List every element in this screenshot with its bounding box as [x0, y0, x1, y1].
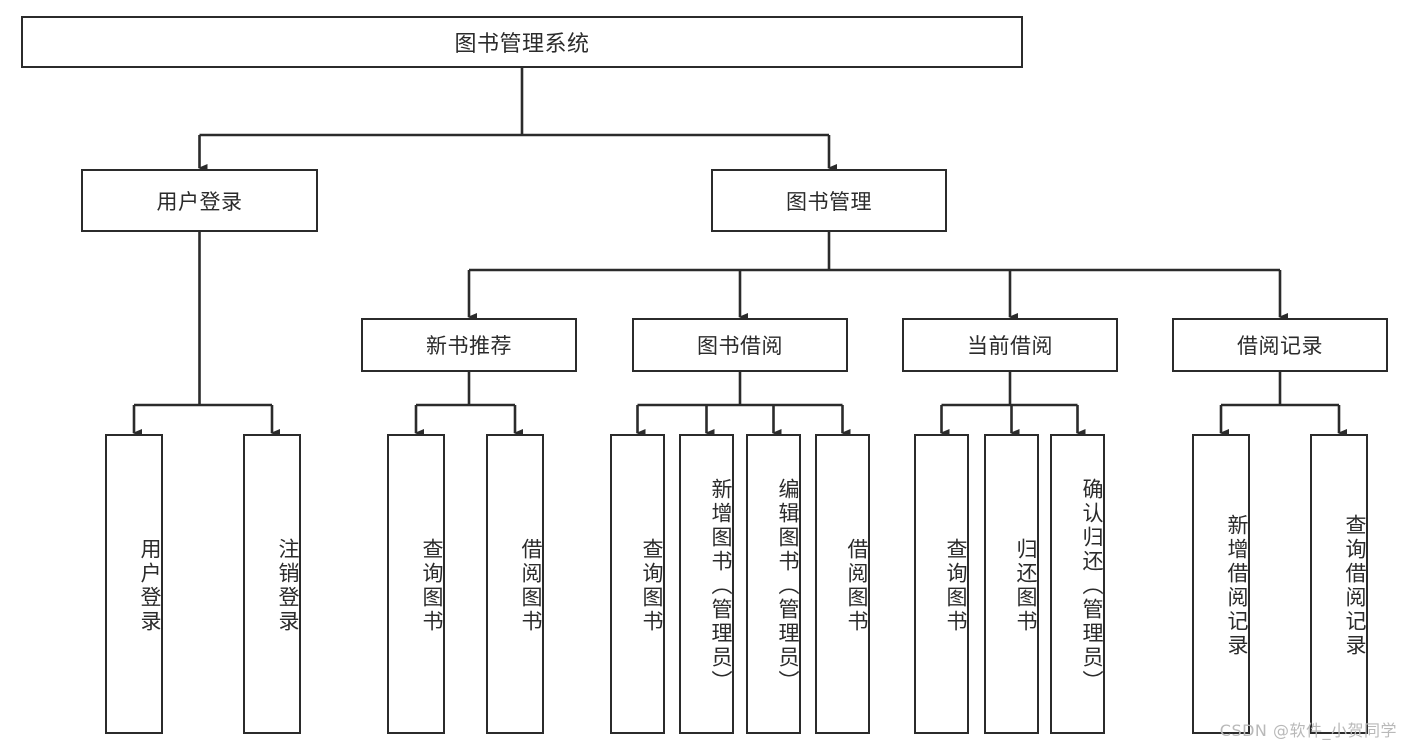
leaf-edit-book-admin[interactable]: 编辑图书（管理员）	[746, 434, 801, 734]
leaf-label: 新增借阅记录	[1225, 514, 1249, 658]
leaf-label: 查询图书	[944, 538, 968, 634]
leaf-label: 借阅图书	[519, 538, 543, 634]
leaf-logout-login[interactable]: 注销登录	[243, 434, 301, 734]
leaf-label: 查询图书	[640, 538, 664, 634]
leaf-add-book-admin[interactable]: 新增图书（管理员）	[679, 434, 734, 734]
leaf-user-login[interactable]: 用户登录	[105, 434, 163, 734]
csdn-watermark: CSDN @软件_小贺同学	[1219, 721, 1397, 740]
leaf-add-borrow-record[interactable]: 新增借阅记录	[1192, 434, 1250, 734]
node-new-book-recommendation[interactable]: 新书推荐	[361, 318, 577, 372]
leaf-label: 注销登录	[276, 538, 300, 634]
leaf-label: 查询图书	[420, 538, 444, 634]
node-book-management[interactable]: 图书管理	[711, 169, 947, 232]
leaf-label: 借阅图书	[845, 538, 869, 634]
leaf-label: 编辑图书（管理员）	[776, 478, 800, 694]
node-user-login[interactable]: 用户登录	[81, 169, 318, 232]
node-borrowing-record[interactable]: 借阅记录	[1172, 318, 1388, 372]
leaf-borrow-book-borrowing[interactable]: 借阅图书	[815, 434, 870, 734]
leaf-label: 新增图书（管理员）	[709, 478, 733, 694]
node-root-book-management-system[interactable]: 图书管理系统	[21, 16, 1023, 68]
leaf-query-book-current[interactable]: 查询图书	[914, 434, 969, 734]
leaf-label: 查询借阅记录	[1343, 514, 1367, 658]
leaf-query-book-borrowing[interactable]: 查询图书	[610, 434, 665, 734]
leaf-return-book[interactable]: 归还图书	[984, 434, 1039, 734]
leaf-query-book-recommend[interactable]: 查询图书	[387, 434, 445, 734]
leaf-query-borrow-record[interactable]: 查询借阅记录	[1310, 434, 1368, 734]
leaf-label: 确认归还（管理员）	[1080, 478, 1104, 694]
node-book-borrowing[interactable]: 图书借阅	[632, 318, 848, 372]
leaf-label: 归还图书	[1014, 538, 1038, 634]
node-current-borrowing[interactable]: 当前借阅	[902, 318, 1118, 372]
leaf-label: 用户登录	[138, 538, 162, 634]
leaf-confirm-return-admin[interactable]: 确认归还（管理员）	[1050, 434, 1105, 734]
leaf-borrow-book-recommend[interactable]: 借阅图书	[486, 434, 544, 734]
